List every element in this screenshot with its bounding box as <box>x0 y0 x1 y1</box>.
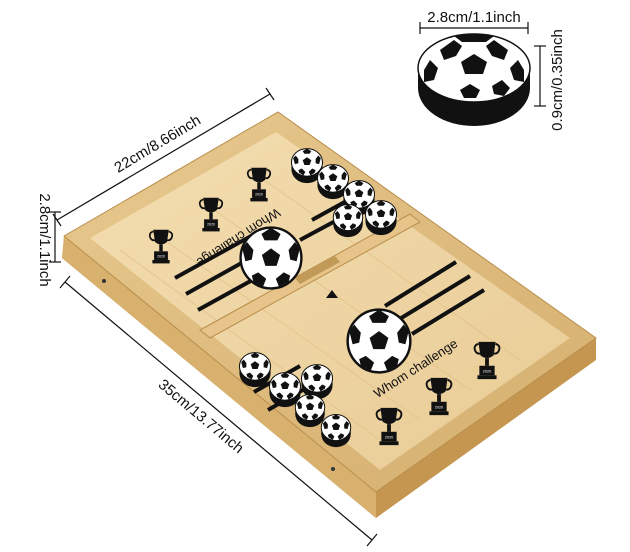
puck-height-label: 0.9cm/0.35inch <box>549 29 566 131</box>
puck-icon[interactable] <box>320 413 352 448</box>
dimension-lines <box>49 22 546 547</box>
puck-icon[interactable] <box>332 203 364 238</box>
puck-icon[interactable] <box>364 200 398 236</box>
puck-icon[interactable] <box>294 393 326 428</box>
center-ball-near-icon <box>346 308 412 374</box>
screw <box>102 279 106 283</box>
puck-icon[interactable] <box>268 372 302 408</box>
soccer-ball-pattern-icon <box>424 34 524 98</box>
puck-icon[interactable] <box>238 352 272 388</box>
board-height-label: 2.8cm/1.1inch <box>36 193 53 286</box>
game-board: Whom challenge Whom challenge <box>62 111 597 518</box>
screw <box>331 467 335 471</box>
puck-icon[interactable] <box>300 364 334 400</box>
puck-diameter-label: 2.8cm/1.1inch <box>427 9 520 26</box>
puck-closeup <box>417 33 531 126</box>
center-slot <box>295 256 340 284</box>
slot-arrow-icon <box>326 290 338 298</box>
